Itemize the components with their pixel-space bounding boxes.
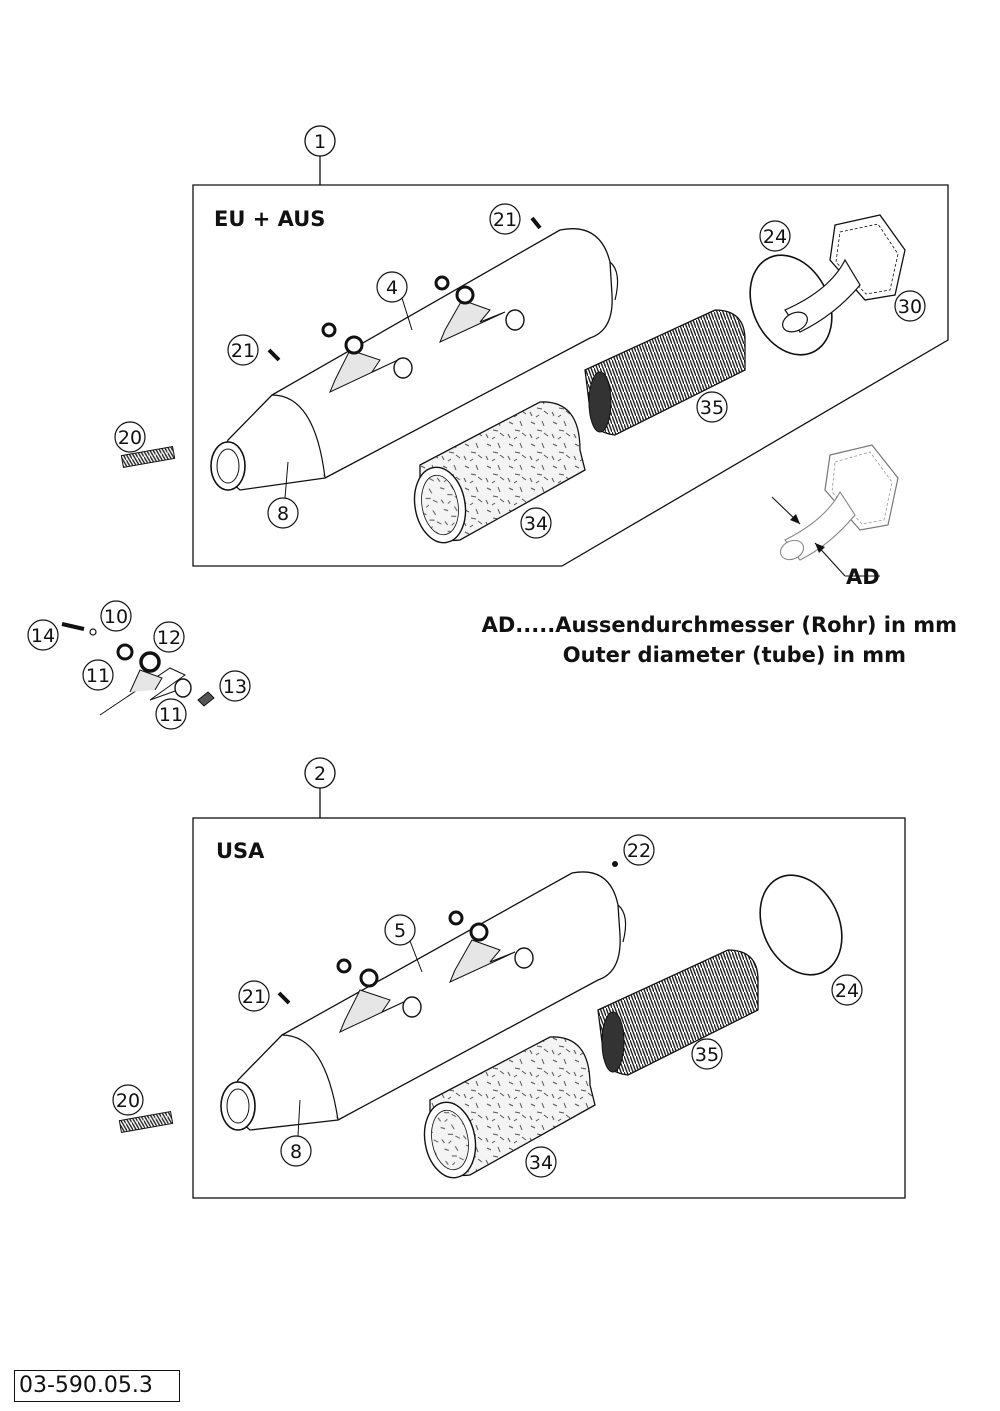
usa-section-header: USA (216, 839, 265, 863)
detail-callout-13: 13 (219, 670, 251, 702)
svg-text:8: 8 (277, 503, 289, 525)
eu-callout-30: 30 (894, 290, 926, 322)
eu-assembly-number: 1 (314, 131, 326, 153)
svg-text:11: 11 (86, 665, 110, 687)
eu-callout-20: 20 (114, 421, 146, 453)
usa-o-ring (759, 874, 843, 976)
note-line-de: AD.....Aussendurchmesser (Rohr) in mm (482, 613, 957, 637)
usa-callout-5: 5 (384, 914, 423, 973)
usa-callout-35: 35 (691, 1038, 723, 1070)
svg-text:13: 13 (223, 676, 247, 698)
svg-text:20: 20 (116, 1090, 140, 1112)
eu-callout-35: 35 (696, 391, 728, 423)
svg-text:4: 4 (386, 277, 398, 299)
svg-text:20: 20 (118, 427, 142, 449)
detail-callout-12: 12 (153, 621, 185, 653)
usa-callout-22: 22 (623, 834, 655, 866)
usa-silencer-body (220, 861, 627, 1131)
eu-callout-24: 24 (759, 220, 791, 252)
usa-section: 2 USA (112, 757, 906, 1199)
svg-text:34: 34 (524, 513, 548, 535)
eu-tailpipe (782, 214, 906, 333)
mounting-detail: 14 10 12 11 13 11 (27, 600, 251, 730)
svg-text:21: 21 (242, 986, 266, 1008)
eu-insert (584, 309, 746, 436)
eu-packing-wool (413, 401, 586, 544)
eu-section-header: EU + AUS (214, 207, 325, 231)
eu-frame (192, 184, 949, 567)
svg-text:35: 35 (700, 397, 724, 419)
eu-callout-8: 8 (267, 461, 299, 529)
svg-text:10: 10 (104, 606, 128, 628)
svg-text:5: 5 (394, 920, 406, 942)
detail-callout-11-bottom: 11 (155, 698, 187, 730)
ad-dimension-view: AD (771, 444, 899, 589)
svg-text:30: 30 (898, 296, 922, 318)
svg-text:12: 12 (157, 627, 181, 649)
eu-spring (120, 445, 176, 469)
usa-callout-21: 21 (238, 980, 270, 1012)
svg-text:24: 24 (835, 980, 859, 1002)
eu-callout-21-left: 21 (227, 334, 259, 366)
drawing-code: 03-590.05.3 (14, 1370, 180, 1402)
usa-insert (597, 949, 759, 1076)
svg-text:21: 21 (231, 340, 255, 362)
eu-callout-34: 34 (520, 507, 552, 539)
detail-callout-11-top: 11 (82, 659, 114, 691)
eu-callout-21-top: 21 (489, 203, 521, 235)
detail-callout-10: 10 (100, 600, 132, 632)
usa-callout-20: 20 (112, 1084, 144, 1116)
usa-callout-34: 34 (525, 1146, 557, 1178)
ad-dimension-label: AD (846, 565, 880, 589)
usa-assembly-number: 2 (314, 763, 326, 785)
svg-text:22: 22 (627, 840, 651, 862)
usa-callout-24: 24 (831, 974, 863, 1006)
usa-frame (192, 817, 906, 1199)
eu-section: 1 EU + AUS (114, 125, 949, 567)
svg-text:14: 14 (31, 625, 55, 647)
svg-text:8: 8 (290, 1141, 302, 1163)
note-line-en: Outer diameter (tube) in mm (563, 643, 906, 667)
svg-text:21: 21 (493, 209, 517, 231)
eu-callout-4: 4 (376, 271, 413, 331)
svg-text:11: 11 (159, 704, 183, 726)
eu-silencer-body (210, 216, 619, 491)
detail-callout-14: 14 (27, 619, 59, 651)
svg-text:34: 34 (529, 1152, 553, 1174)
svg-text:24: 24 (763, 226, 787, 248)
usa-packing-wool (423, 1036, 596, 1179)
usa-callout-8: 8 (280, 1099, 312, 1167)
svg-text:35: 35 (695, 1044, 719, 1066)
usa-spring (118, 1110, 174, 1134)
